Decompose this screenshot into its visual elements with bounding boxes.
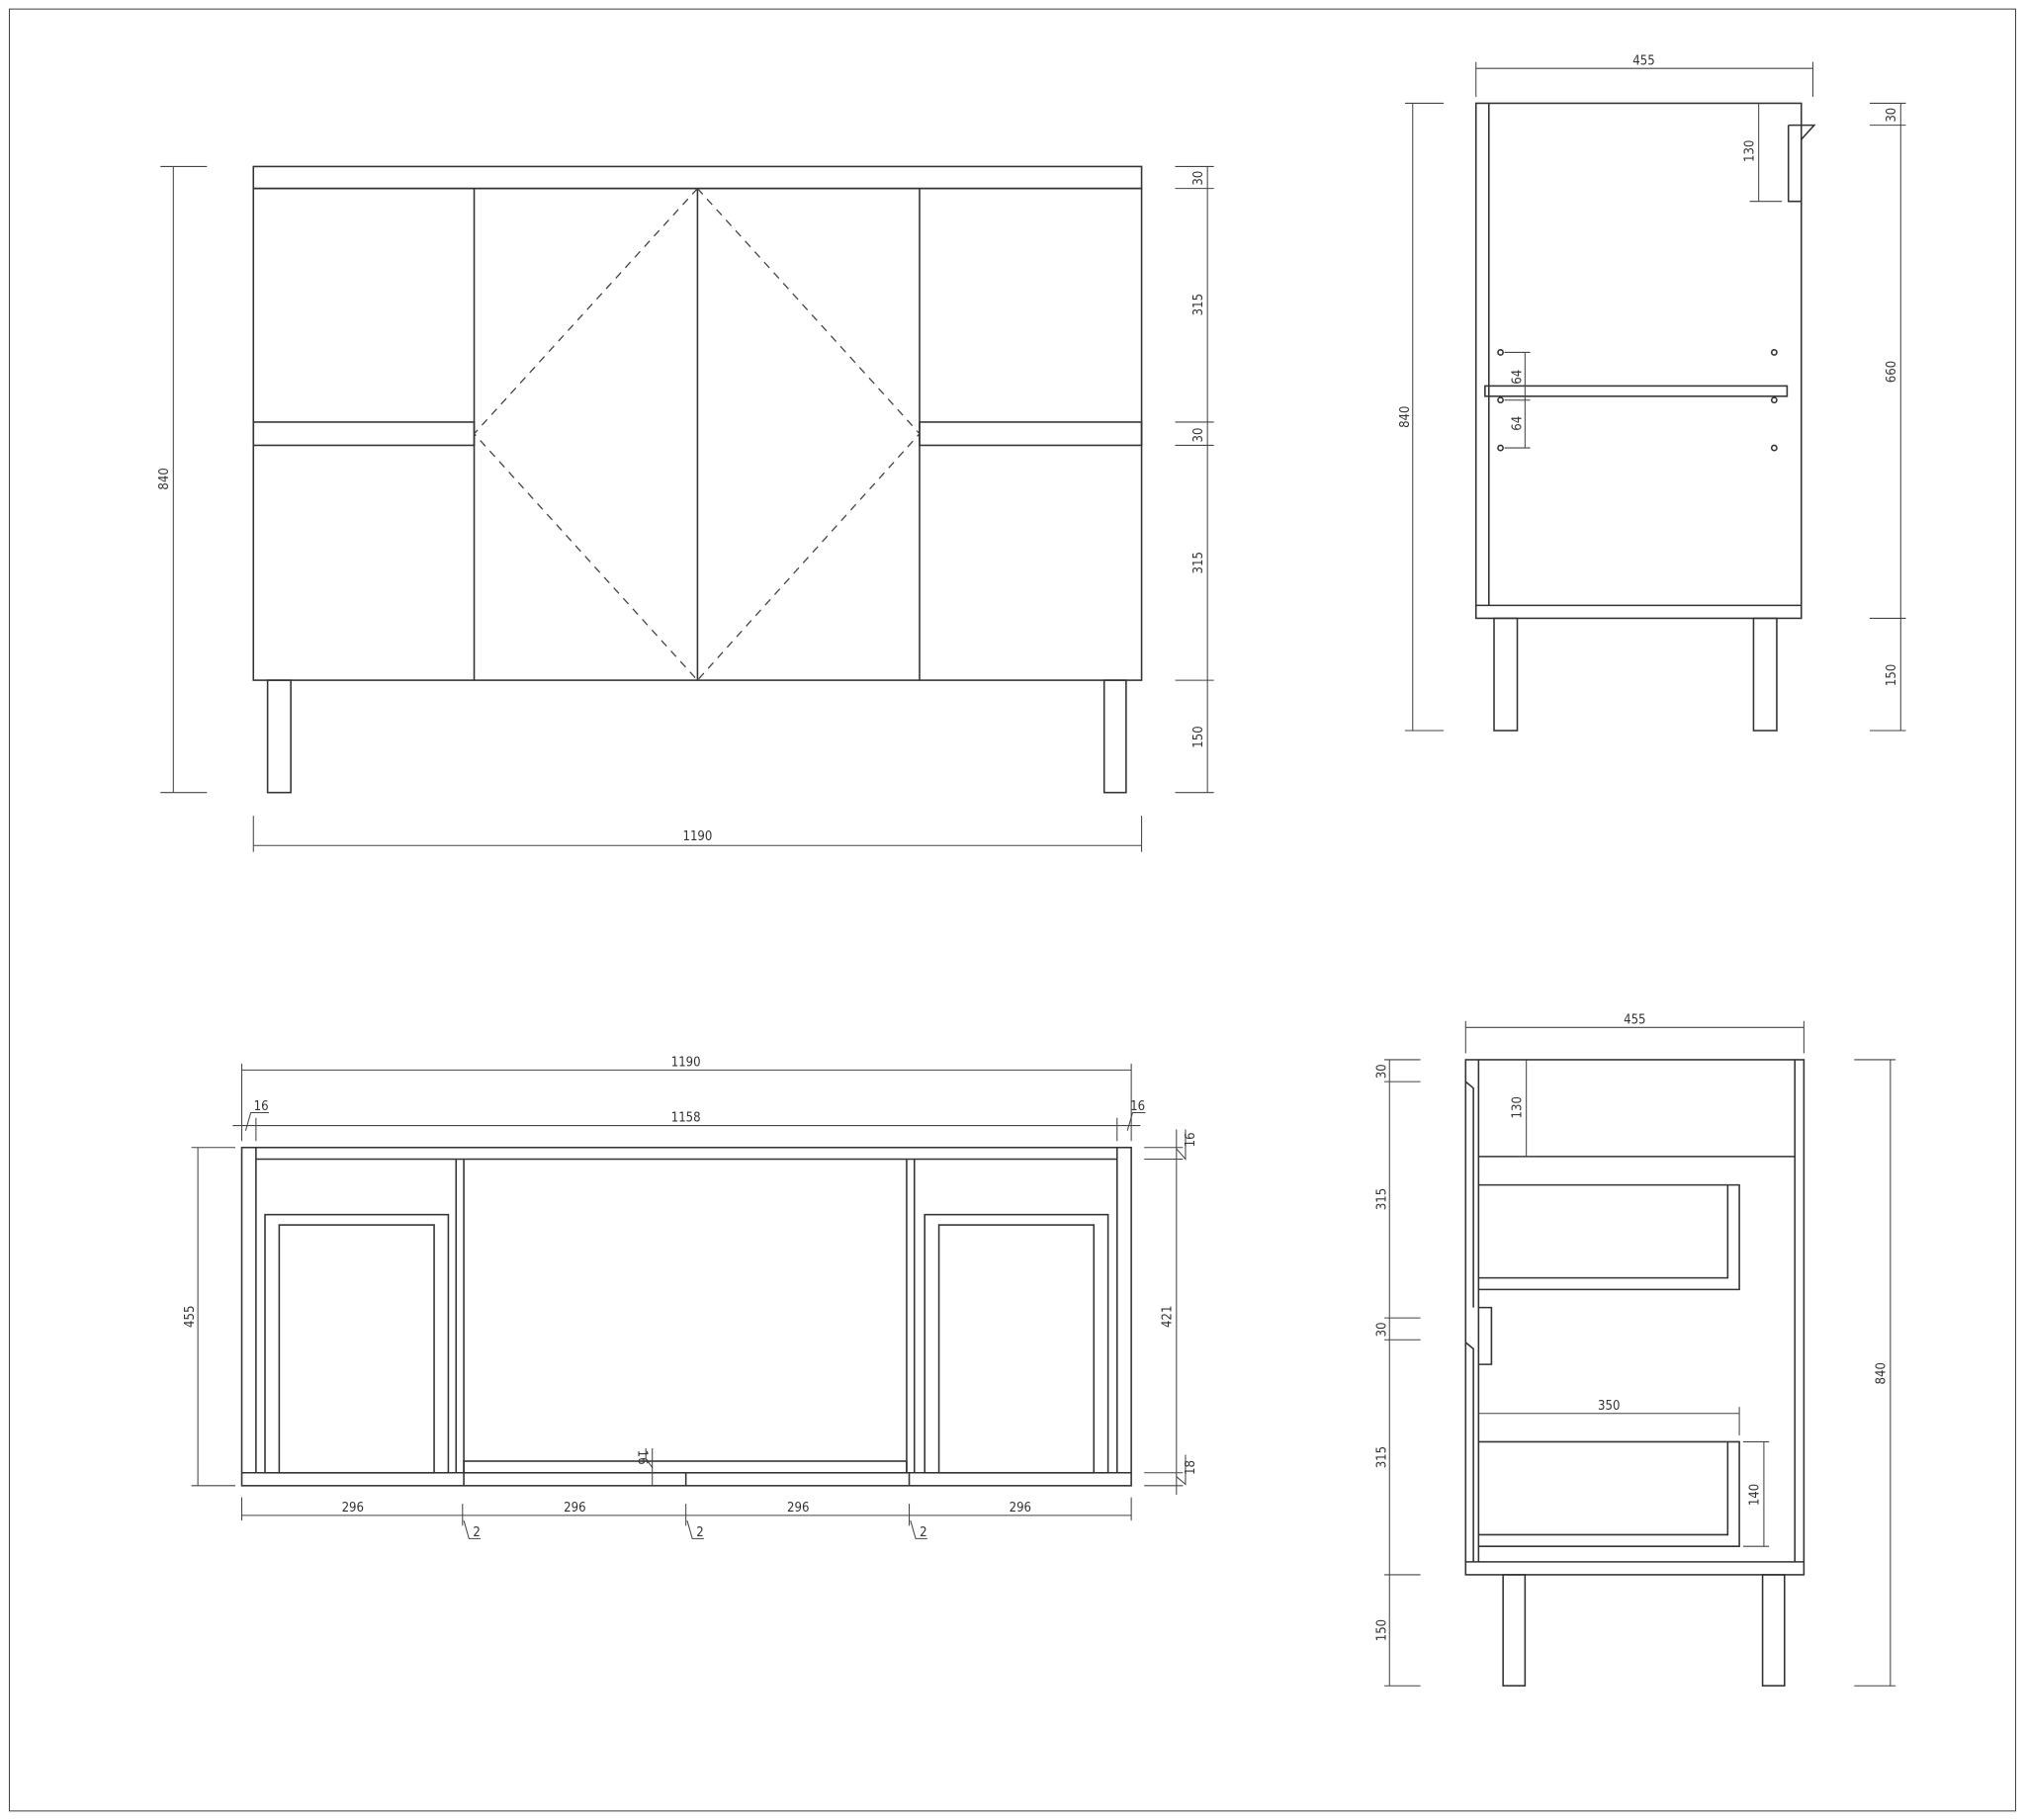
dim-rail: 30 [1191, 428, 1206, 443]
drawer [264, 1213, 450, 1474]
dim-inner-depth: 421 [1161, 1306, 1176, 1328]
dim-height: 840 [1398, 406, 1413, 428]
dim-height: 840 [1875, 1362, 1890, 1384]
dim-drawer-depth: 350 [1598, 1399, 1620, 1414]
dim-gap: 2 [696, 1525, 703, 1540]
dim-side-right: 16 [1130, 1099, 1145, 1114]
shelf-pin-holes [1497, 349, 1778, 452]
dim-top: 30 [1191, 171, 1206, 186]
dim-lower: 315 [1374, 1446, 1389, 1468]
dim-depth: 455 [1632, 53, 1654, 68]
dim-top: 30 [1374, 1064, 1389, 1079]
dim-legs: 150 [1885, 664, 1899, 686]
leg [1102, 679, 1127, 794]
dim-rail: 30 [1374, 1322, 1389, 1337]
side-view: 455 840 30 660 150 130 64 64 [1398, 53, 1906, 732]
dim-front-rail: 130 [1510, 1096, 1525, 1118]
dim-bay: 296 [342, 1501, 364, 1516]
dim-height: 840 [157, 468, 172, 489]
door-diamond-left [473, 188, 698, 681]
leg [266, 679, 292, 794]
dim-hole-upper: 64 [1510, 370, 1525, 385]
dim-depth: 455 [183, 1306, 198, 1328]
dim-upper: 315 [1191, 294, 1206, 315]
door-diamond-right [696, 188, 921, 681]
drawer [1478, 1440, 1740, 1547]
dim-body: 660 [1885, 361, 1899, 383]
page-border [8, 8, 2017, 1812]
dim-depth: 455 [1624, 1012, 1645, 1027]
dim-front: 18 [1184, 1460, 1198, 1475]
leg [1493, 617, 1519, 732]
dim-top: 30 [1885, 108, 1899, 123]
dim-width: 1190 [671, 1055, 701, 1070]
front-view: 840 30 315 30 315 150 1190 [157, 165, 1214, 852]
dim-divider: 16 [634, 1450, 649, 1465]
dim-bay: 296 [1010, 1501, 1031, 1516]
dim-front-rail: 130 [1742, 140, 1757, 162]
dim-legs: 150 [1374, 1619, 1389, 1641]
dim-width: 1190 [682, 829, 712, 844]
dim-bay: 296 [787, 1501, 809, 1516]
dim-hole-lower: 64 [1510, 416, 1525, 431]
dim-side-left: 16 [254, 1099, 269, 1114]
dim-upper: 315 [1374, 1188, 1389, 1210]
dim-gap: 2 [473, 1525, 480, 1540]
dim-drawer-height: 140 [1748, 1484, 1763, 1506]
drawer [1478, 1183, 1740, 1291]
leg [1502, 1574, 1527, 1687]
leg [1752, 617, 1778, 732]
dim-bay: 296 [564, 1501, 585, 1516]
drawer [924, 1213, 1109, 1474]
dim-legs: 150 [1191, 726, 1206, 747]
dim-lower: 315 [1191, 552, 1206, 573]
plan-view: 1190 1158 16 16 455 421 16 18 16 296 296… [183, 1055, 1198, 1539]
leg [1761, 1574, 1786, 1687]
section-view: 455 840 30 315 30 315 150 130 350 140 [1374, 1012, 1896, 1687]
dim-back: 16 [1184, 1132, 1198, 1147]
dim-inner-width: 1158 [671, 1111, 701, 1126]
dim-gap: 2 [920, 1525, 926, 1540]
